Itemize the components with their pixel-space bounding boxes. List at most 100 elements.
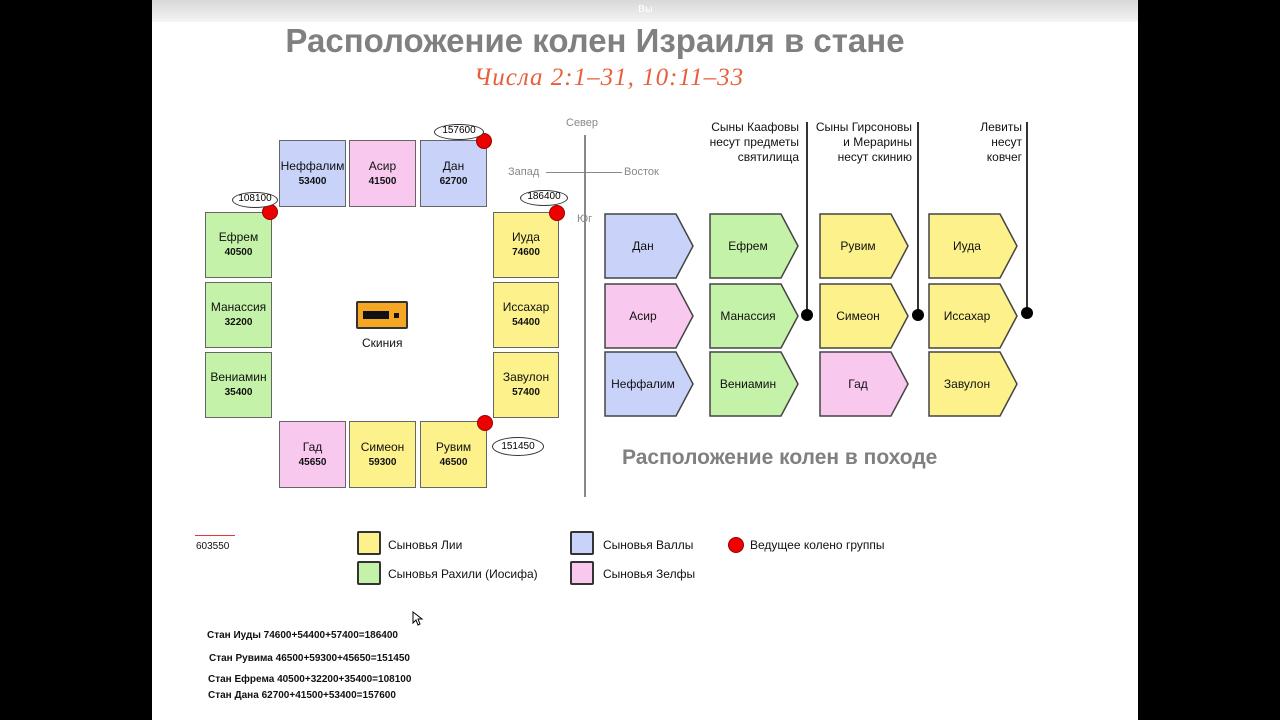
levites-line	[1026, 122, 1028, 312]
camp-asher: Асир 41500	[349, 140, 416, 207]
gershon-dot	[912, 309, 924, 321]
march-chevron: Иссахар	[928, 283, 1018, 349]
march-chevron-label: Вениамин	[719, 377, 777, 391]
legend-leah: Сыновья Лии	[388, 538, 463, 552]
leader-dot-dan	[476, 133, 492, 149]
camp-issachar: Иссахар 54400	[493, 282, 559, 348]
march-chevron: Симеон	[819, 283, 909, 349]
top-bar-label: Вы	[638, 4, 653, 15]
kohath-dot	[801, 309, 813, 321]
tribe-name: Иссахар	[502, 300, 550, 314]
tribe-name: Неффалим	[280, 158, 345, 173]
tribe-name: Симеон	[360, 439, 405, 454]
camp-simeon: Симеон 59300	[349, 421, 416, 488]
tribe-name: Завулон	[502, 370, 550, 384]
march-chevron: Рувим	[819, 213, 909, 279]
tribe-name: Гад	[302, 439, 323, 454]
tribe-count: 59300	[368, 456, 397, 468]
legend-bilhah: Сыновья Валлы	[603, 538, 694, 552]
legend-rachel: Сыновья Рахили (Иосифа)	[388, 567, 538, 581]
header-gershon: Сыны Гирсоновы и Мерарины несут скинию	[815, 120, 912, 164]
march-chevron: Асир	[604, 283, 694, 349]
tribe-name: Асир	[368, 158, 397, 173]
camp-benjamin: Вениамин 35400	[205, 352, 272, 418]
march-chevron-label: Асир	[629, 309, 657, 323]
march-chevron-label: Завулон	[943, 377, 991, 391]
tribe-count: 41500	[368, 175, 397, 187]
compass-vertical	[584, 135, 586, 497]
tribe-count: 32200	[224, 317, 253, 328]
grand-total-underline	[195, 535, 235, 536]
march-chevron: Гад	[819, 351, 909, 417]
compass-east: Восток	[624, 166, 659, 178]
tribe-count: 40500	[224, 247, 253, 258]
tribe-name: Манассия	[210, 300, 267, 314]
header-levites: Левиты несут ковчег	[980, 120, 1022, 164]
gershon-line	[917, 122, 919, 314]
leader-dot-judah	[549, 205, 565, 221]
march-chevron: Дан	[604, 213, 694, 279]
header-kohath: Сыны Каафовы несут предметы святилища	[709, 120, 799, 164]
march-chevron-label: Симеон	[836, 309, 880, 323]
march-chevron-label: Манассия	[720, 309, 776, 323]
tribe-name: Ефрем	[218, 230, 259, 244]
kohath-line	[806, 122, 808, 314]
leader-dot-reuben	[477, 415, 493, 431]
march-chevron-label: Иссахар	[943, 309, 991, 323]
march-chevron-label: Дан	[632, 239, 654, 253]
march-chevron: Манассия	[709, 283, 799, 349]
page-subtitle: Числа 2:1–31, 10:11–33	[474, 64, 745, 91]
march-chevron-label: Ефрем	[728, 239, 768, 253]
formula-judah: Стан Иуды 74600+54400+57400=186400	[207, 630, 398, 641]
tribe-count: 46500	[439, 456, 468, 468]
legend-swatch-rachel	[357, 561, 381, 585]
compass-south: Юг	[577, 213, 593, 225]
legend-zilpah: Сыновья Зелфы	[603, 567, 696, 581]
camp-reuben: Рувим 46500	[420, 421, 487, 488]
tribe-count: 74600	[512, 247, 540, 258]
legend-leader-dot	[728, 537, 744, 553]
camp-ephraim: Ефрем 40500	[205, 212, 272, 278]
slide: Вы Расположение колен Израиля в стане Чи…	[152, 0, 1138, 720]
tribe-count: 62700	[439, 175, 468, 187]
march-chevron-label: Рувим	[840, 239, 876, 253]
march-chevron-label: Иуда	[953, 239, 981, 253]
camp-naphtali: Неффалим 53400	[279, 140, 346, 207]
tribe-count: 57400	[512, 387, 540, 398]
tribe-count: 35400	[224, 387, 253, 398]
tribe-name: Вениамин	[210, 370, 267, 384]
tabernacle-label: Скиния	[362, 336, 403, 350]
march-chevron: Иуда	[928, 213, 1018, 279]
formula-reuben: Стан Рувима 46500+59300+45650=151450	[209, 653, 410, 664]
legend-swatch-leah	[357, 531, 381, 555]
legend-leader: Ведущее колено группы	[750, 538, 885, 552]
page-title: Расположение колен Израиля в стане	[285, 22, 905, 59]
camp-manasseh: Манассия 32200	[205, 282, 272, 348]
grand-total: 603550	[196, 541, 230, 552]
total-dan-oval: 157600	[434, 124, 484, 140]
formula-ephraim: Стан Ефрема 40500+32200+35400=108100	[208, 674, 412, 685]
levites-dot	[1021, 307, 1033, 319]
mouse-cursor-icon	[412, 610, 424, 632]
total-ephraim-oval: 108100	[232, 192, 278, 208]
legend-swatch-bilhah	[570, 531, 594, 555]
compass-horizontal	[546, 172, 622, 173]
total-judah-oval: 186400	[520, 190, 568, 206]
camp-zebulun: Завулон 57400	[493, 352, 559, 418]
tribe-name: Иуда	[512, 230, 540, 244]
legend-swatch-zilpah	[570, 561, 594, 585]
tabernacle-icon	[356, 301, 408, 329]
tribe-count: 45650	[298, 456, 327, 468]
march-chevron-label: Неффалим	[611, 377, 675, 391]
march-chevron: Ефрем	[709, 213, 799, 279]
total-reuben-oval: 151450	[492, 437, 544, 456]
march-chevron: Вениамин	[709, 351, 799, 417]
tribe-count: 53400	[298, 175, 327, 187]
formula-dan: Стан Дана 62700+41500+53400=157600	[208, 690, 396, 701]
march-chevron: Завулон	[928, 351, 1018, 417]
compass-north: Север	[566, 117, 599, 129]
tribe-count: 54400	[512, 317, 540, 328]
compass-west: Запад	[508, 166, 540, 178]
camp-dan: Дан 62700	[420, 140, 487, 207]
march-chevron-label: Гад	[848, 377, 868, 391]
